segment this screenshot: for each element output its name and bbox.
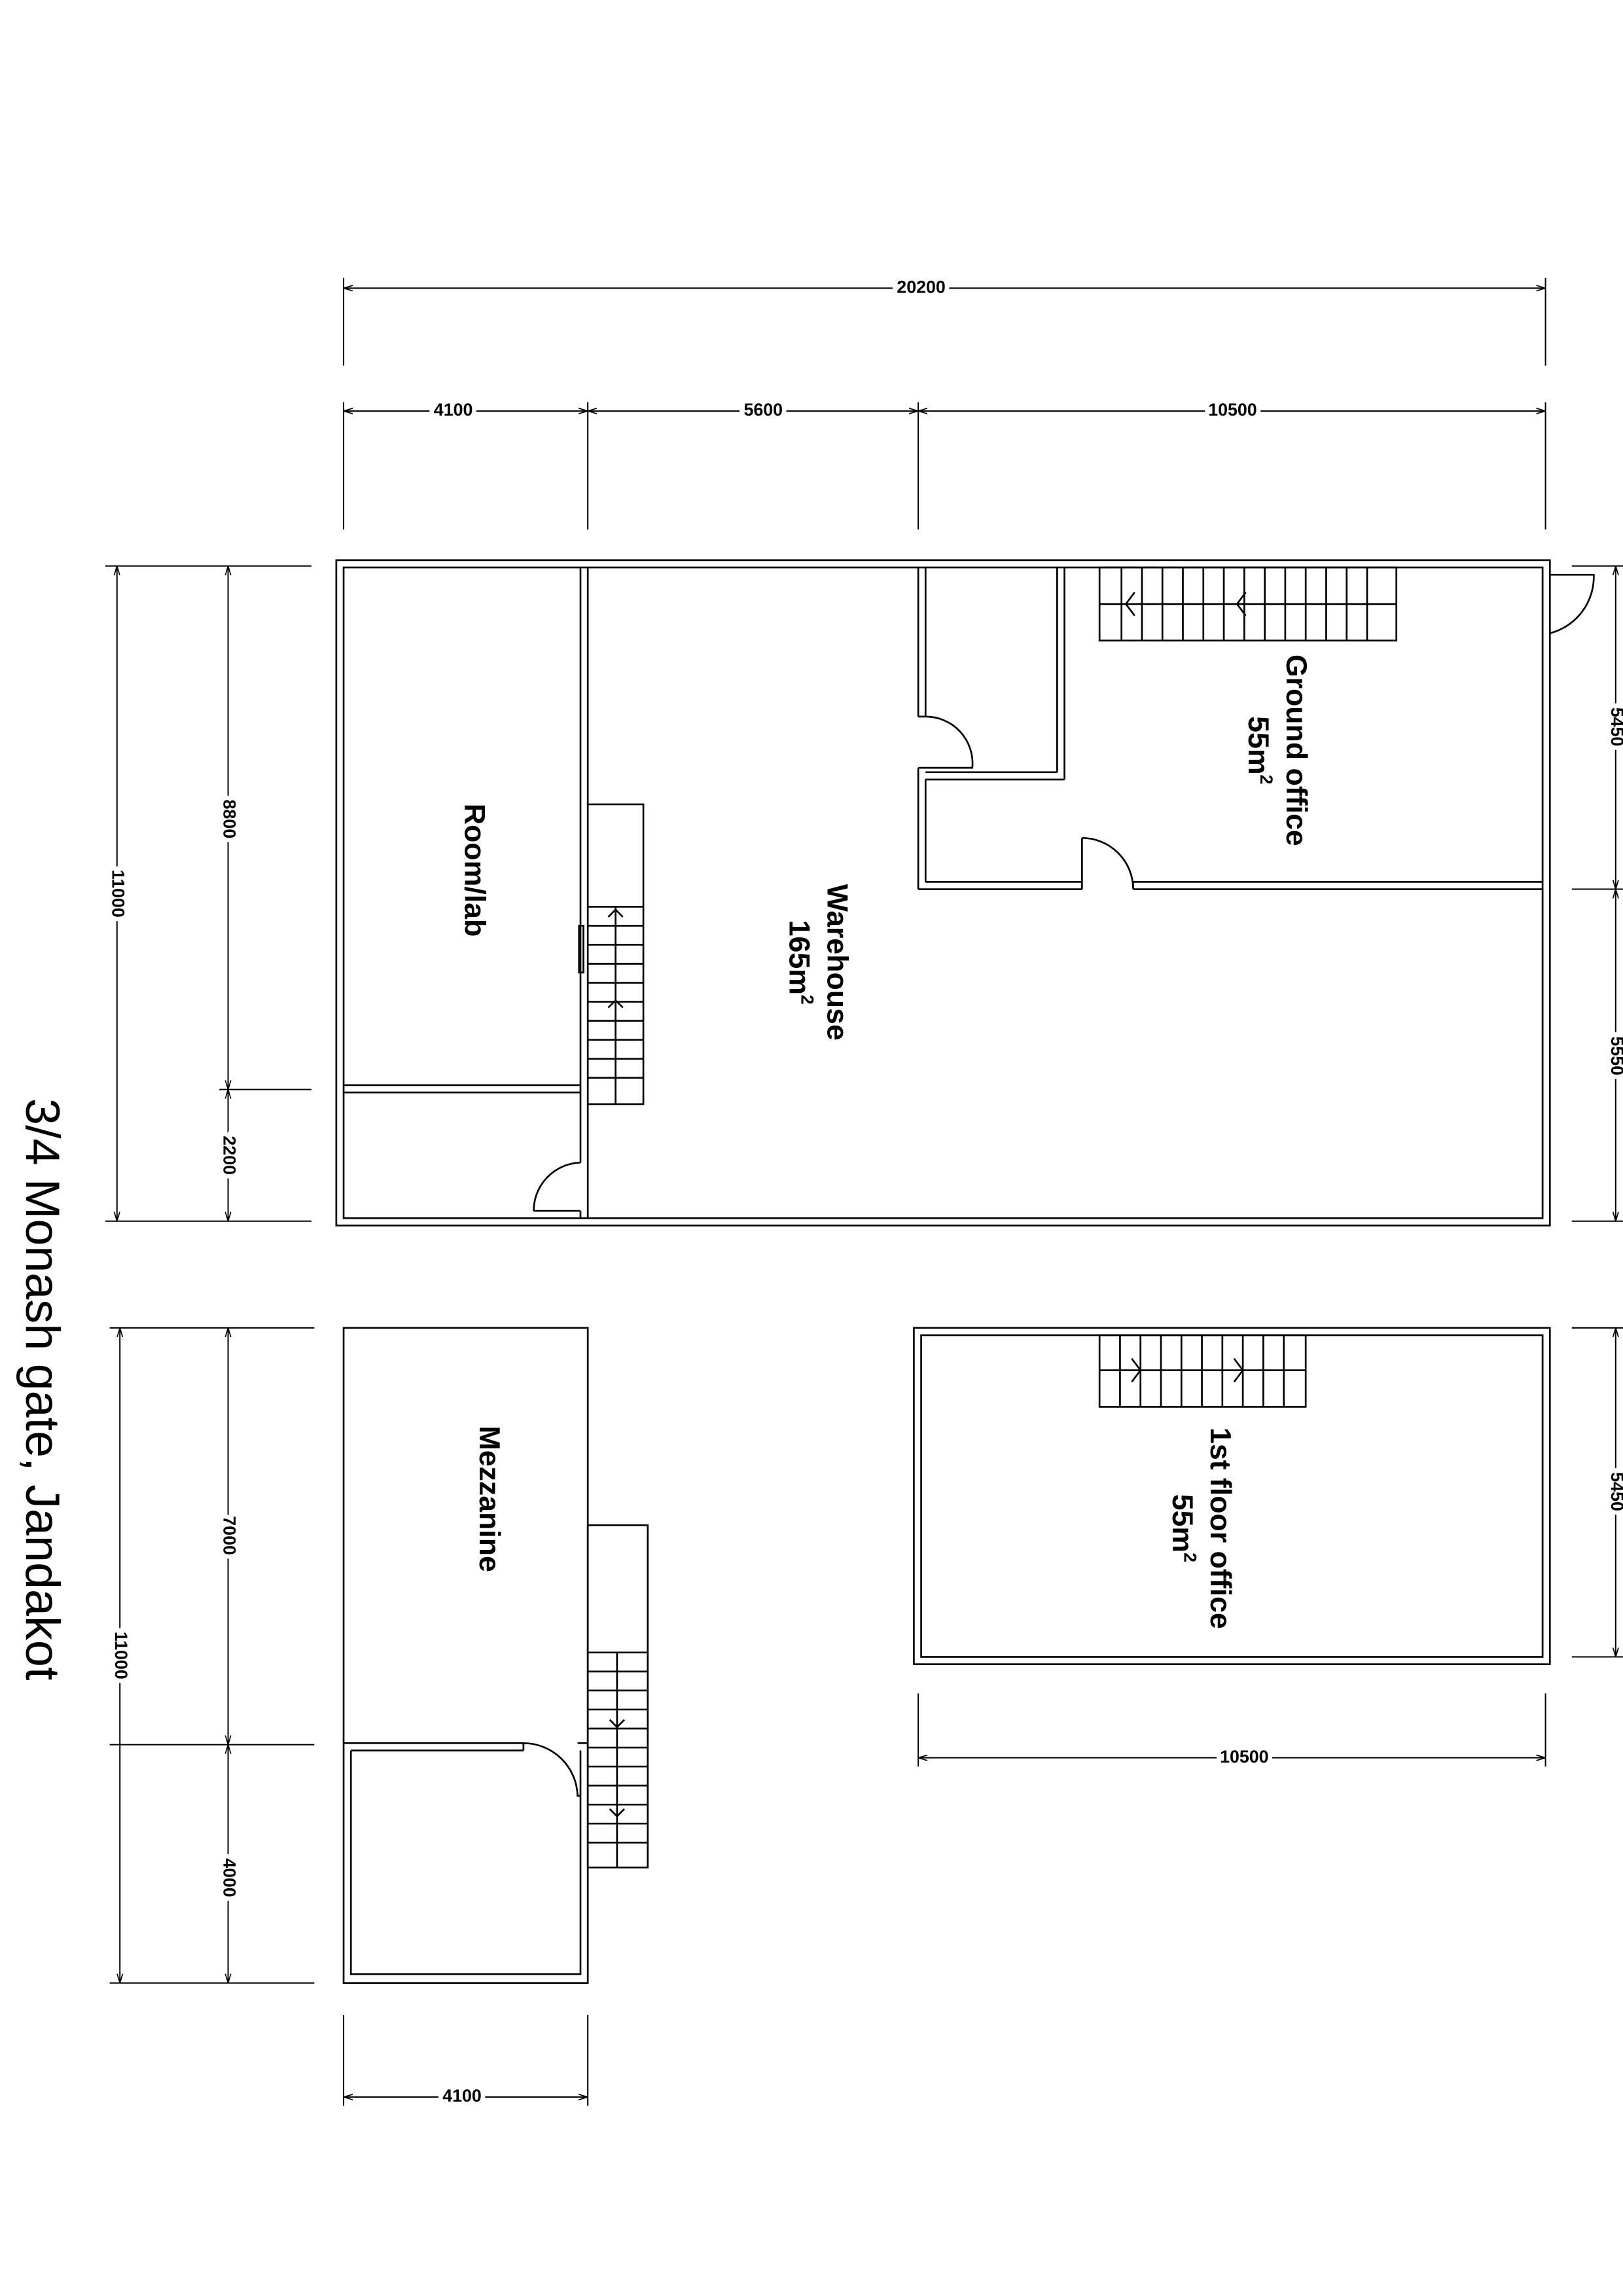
staircase xyxy=(1098,1334,1307,1408)
area-ground-office: 55m2 xyxy=(1242,716,1276,784)
dim-left-upper: 8800 xyxy=(219,799,239,838)
room-label-first-floor-office: 1st floor office xyxy=(1204,1427,1236,1629)
dimensions: 20200 4100 5600 10500 11000 8800 2200 54… xyxy=(104,273,1623,2110)
dim-seg3: 10500 xyxy=(1208,400,1257,420)
mezzanine-plan xyxy=(342,1327,649,1984)
dim-right-upper: 5450 xyxy=(1607,708,1623,747)
area-first-floor-office: 55m2 xyxy=(1166,1494,1200,1562)
dim-overall-width: 20200 xyxy=(897,277,946,296)
dim-left-lower: 2200 xyxy=(219,1136,239,1175)
dim-mezz-upper: 7000 xyxy=(219,1516,239,1555)
entry-door-swing xyxy=(1549,573,1595,634)
first-floor-office-plan xyxy=(913,1327,1551,1666)
staircase xyxy=(578,803,645,1105)
room-label-room-lab: Room/lab xyxy=(458,804,490,937)
ground-floor-plan xyxy=(335,559,1595,1227)
dim-first-floor-height: 5450 xyxy=(1607,1472,1623,1511)
dim-mezz-lower: 4000 xyxy=(219,1858,239,1897)
room-label-ground-office: Ground office xyxy=(1280,655,1312,846)
dim-mezz-width: 4100 xyxy=(442,2086,482,2106)
dim-right-lower: 5550 xyxy=(1607,1036,1623,1075)
dim-seg1: 4100 xyxy=(434,400,473,420)
dim-left-overall: 11000 xyxy=(109,870,128,918)
area-warehouse: 165m2 xyxy=(783,920,817,1005)
staircase xyxy=(586,1524,649,1869)
drawing-title: 3/4 Monash gate, Jandakot xyxy=(16,1098,70,1680)
dim-seg2: 5600 xyxy=(743,400,783,420)
door-swing xyxy=(533,1162,581,1212)
staircase xyxy=(1098,566,1398,642)
room-label-mezzanine: Mezzanine xyxy=(473,1426,505,1572)
dim-first-floor-width: 10500 xyxy=(1220,1747,1269,1767)
dim-mezz-overall: 11000 xyxy=(111,1632,131,1679)
room-label-warehouse: Warehouse xyxy=(821,884,853,1041)
